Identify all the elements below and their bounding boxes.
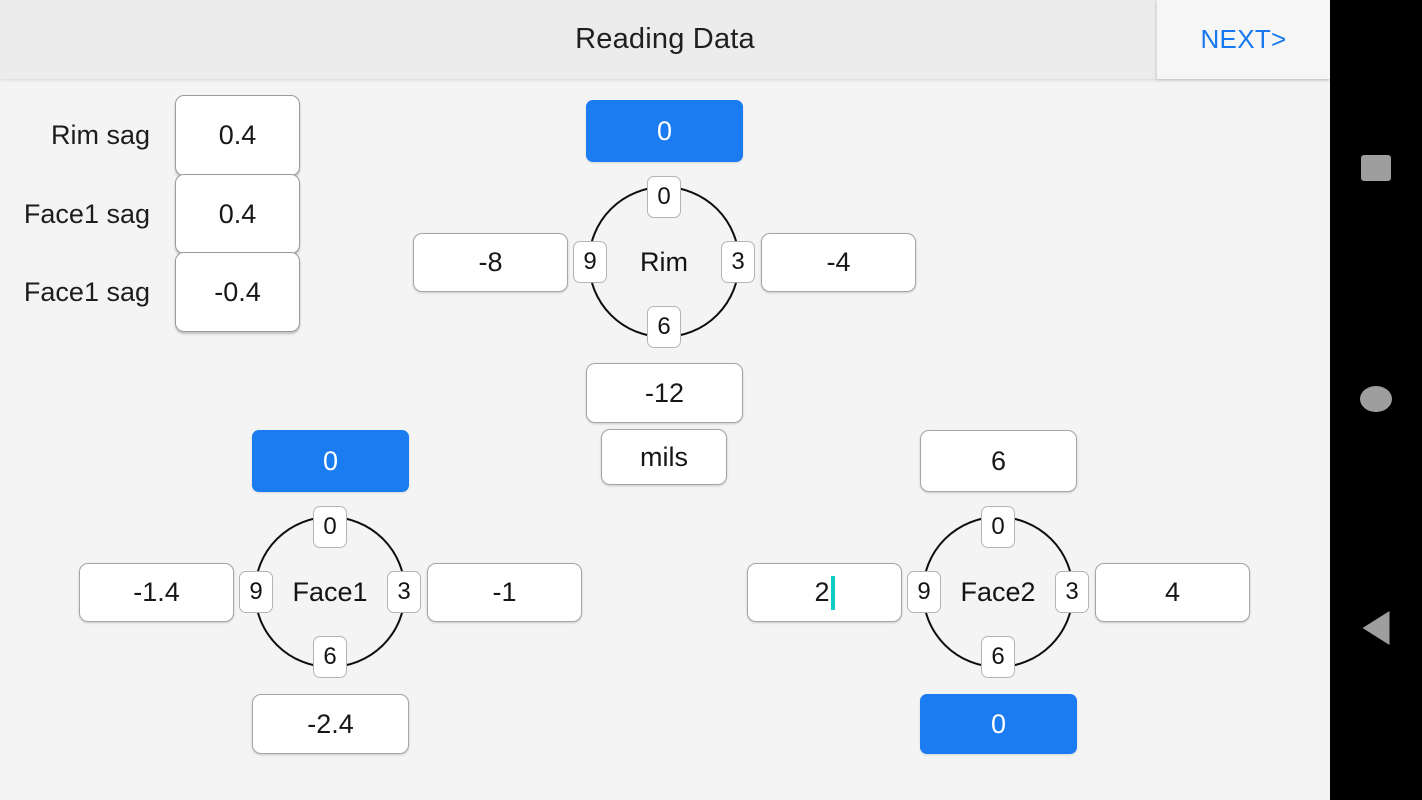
rim-dial[interactable]: Rim 0 3 6 9 <box>573 176 755 348</box>
rim-tick-9[interactable]: 9 <box>573 241 607 283</box>
face1-right-input[interactable]: -1 <box>427 563 582 622</box>
sag-label-rim: Rim sag <box>50 120 150 150</box>
text-cursor <box>830 575 835 610</box>
next-button-label: NEXT> <box>1200 24 1287 54</box>
rim-top-input[interactable]: 0 <box>586 100 743 162</box>
rim-bottom-input[interactable]: -12 <box>586 363 743 423</box>
units-display[interactable]: mils <box>601 429 727 485</box>
rim-tick-3[interactable]: 3 <box>721 241 755 283</box>
sag-label-face1-b: Face1 sag <box>23 277 150 307</box>
next-button[interactable]: NEXT> <box>1157 0 1330 79</box>
face2-left-input-value: 2 <box>814 577 830 607</box>
face1-left-input[interactable]: -1.4 <box>79 563 234 622</box>
face1-dial-label: Face1 <box>292 576 368 607</box>
triangle-back-icon[interactable] <box>1362 611 1390 645</box>
rim-right-input[interactable]: -4 <box>761 233 916 292</box>
android-navigation-bar <box>1330 0 1422 800</box>
sag-input-face1-b[interactable]: -0.4 <box>175 252 300 332</box>
face1-tick-0[interactable]: 0 <box>313 506 347 548</box>
sag-label-face1-a: Face1 sag <box>23 199 150 229</box>
face2-tick-9[interactable]: 9 <box>907 571 941 613</box>
page-title: Reading Data <box>575 23 755 55</box>
app-header: Reading Data NEXT> <box>0 0 1330 79</box>
square-recents-icon[interactable] <box>1361 155 1391 181</box>
face1-top-input[interactable]: 0 <box>252 430 409 492</box>
rim-left-input[interactable]: -8 <box>413 233 568 292</box>
face2-top-input[interactable]: 6 <box>920 430 1077 492</box>
rim-dial-label: Rim <box>640 246 688 277</box>
face2-tick-6[interactable]: 6 <box>981 636 1015 678</box>
face1-tick-9[interactable]: 9 <box>239 571 273 613</box>
rim-tick-0[interactable]: 0 <box>647 176 681 218</box>
face1-dial[interactable]: Face1 0 3 6 9 <box>239 506 421 678</box>
sag-input-rim[interactable]: 0.4 <box>175 95 300 176</box>
rim-tick-6[interactable]: 6 <box>647 306 681 348</box>
face2-bottom-input[interactable]: 0 <box>920 694 1077 754</box>
face2-left-input[interactable]: 2 <box>747 563 902 622</box>
face2-tick-3[interactable]: 3 <box>1055 571 1089 613</box>
face2-tick-0[interactable]: 0 <box>981 506 1015 548</box>
app-screen: Reading Data NEXT> Rim sag 0.4 Face1 sag… <box>0 0 1330 800</box>
face2-right-input[interactable]: 4 <box>1095 563 1250 622</box>
face2-dial[interactable]: Face2 0 3 6 9 <box>907 506 1089 678</box>
circle-home-icon[interactable] <box>1360 386 1392 412</box>
face2-dial-label: Face2 <box>960 576 1036 607</box>
face1-tick-6[interactable]: 6 <box>313 636 347 678</box>
face1-bottom-input[interactable]: -2.4 <box>252 694 409 754</box>
sag-input-face1-a[interactable]: 0.4 <box>175 174 300 254</box>
face1-tick-3[interactable]: 3 <box>387 571 421 613</box>
